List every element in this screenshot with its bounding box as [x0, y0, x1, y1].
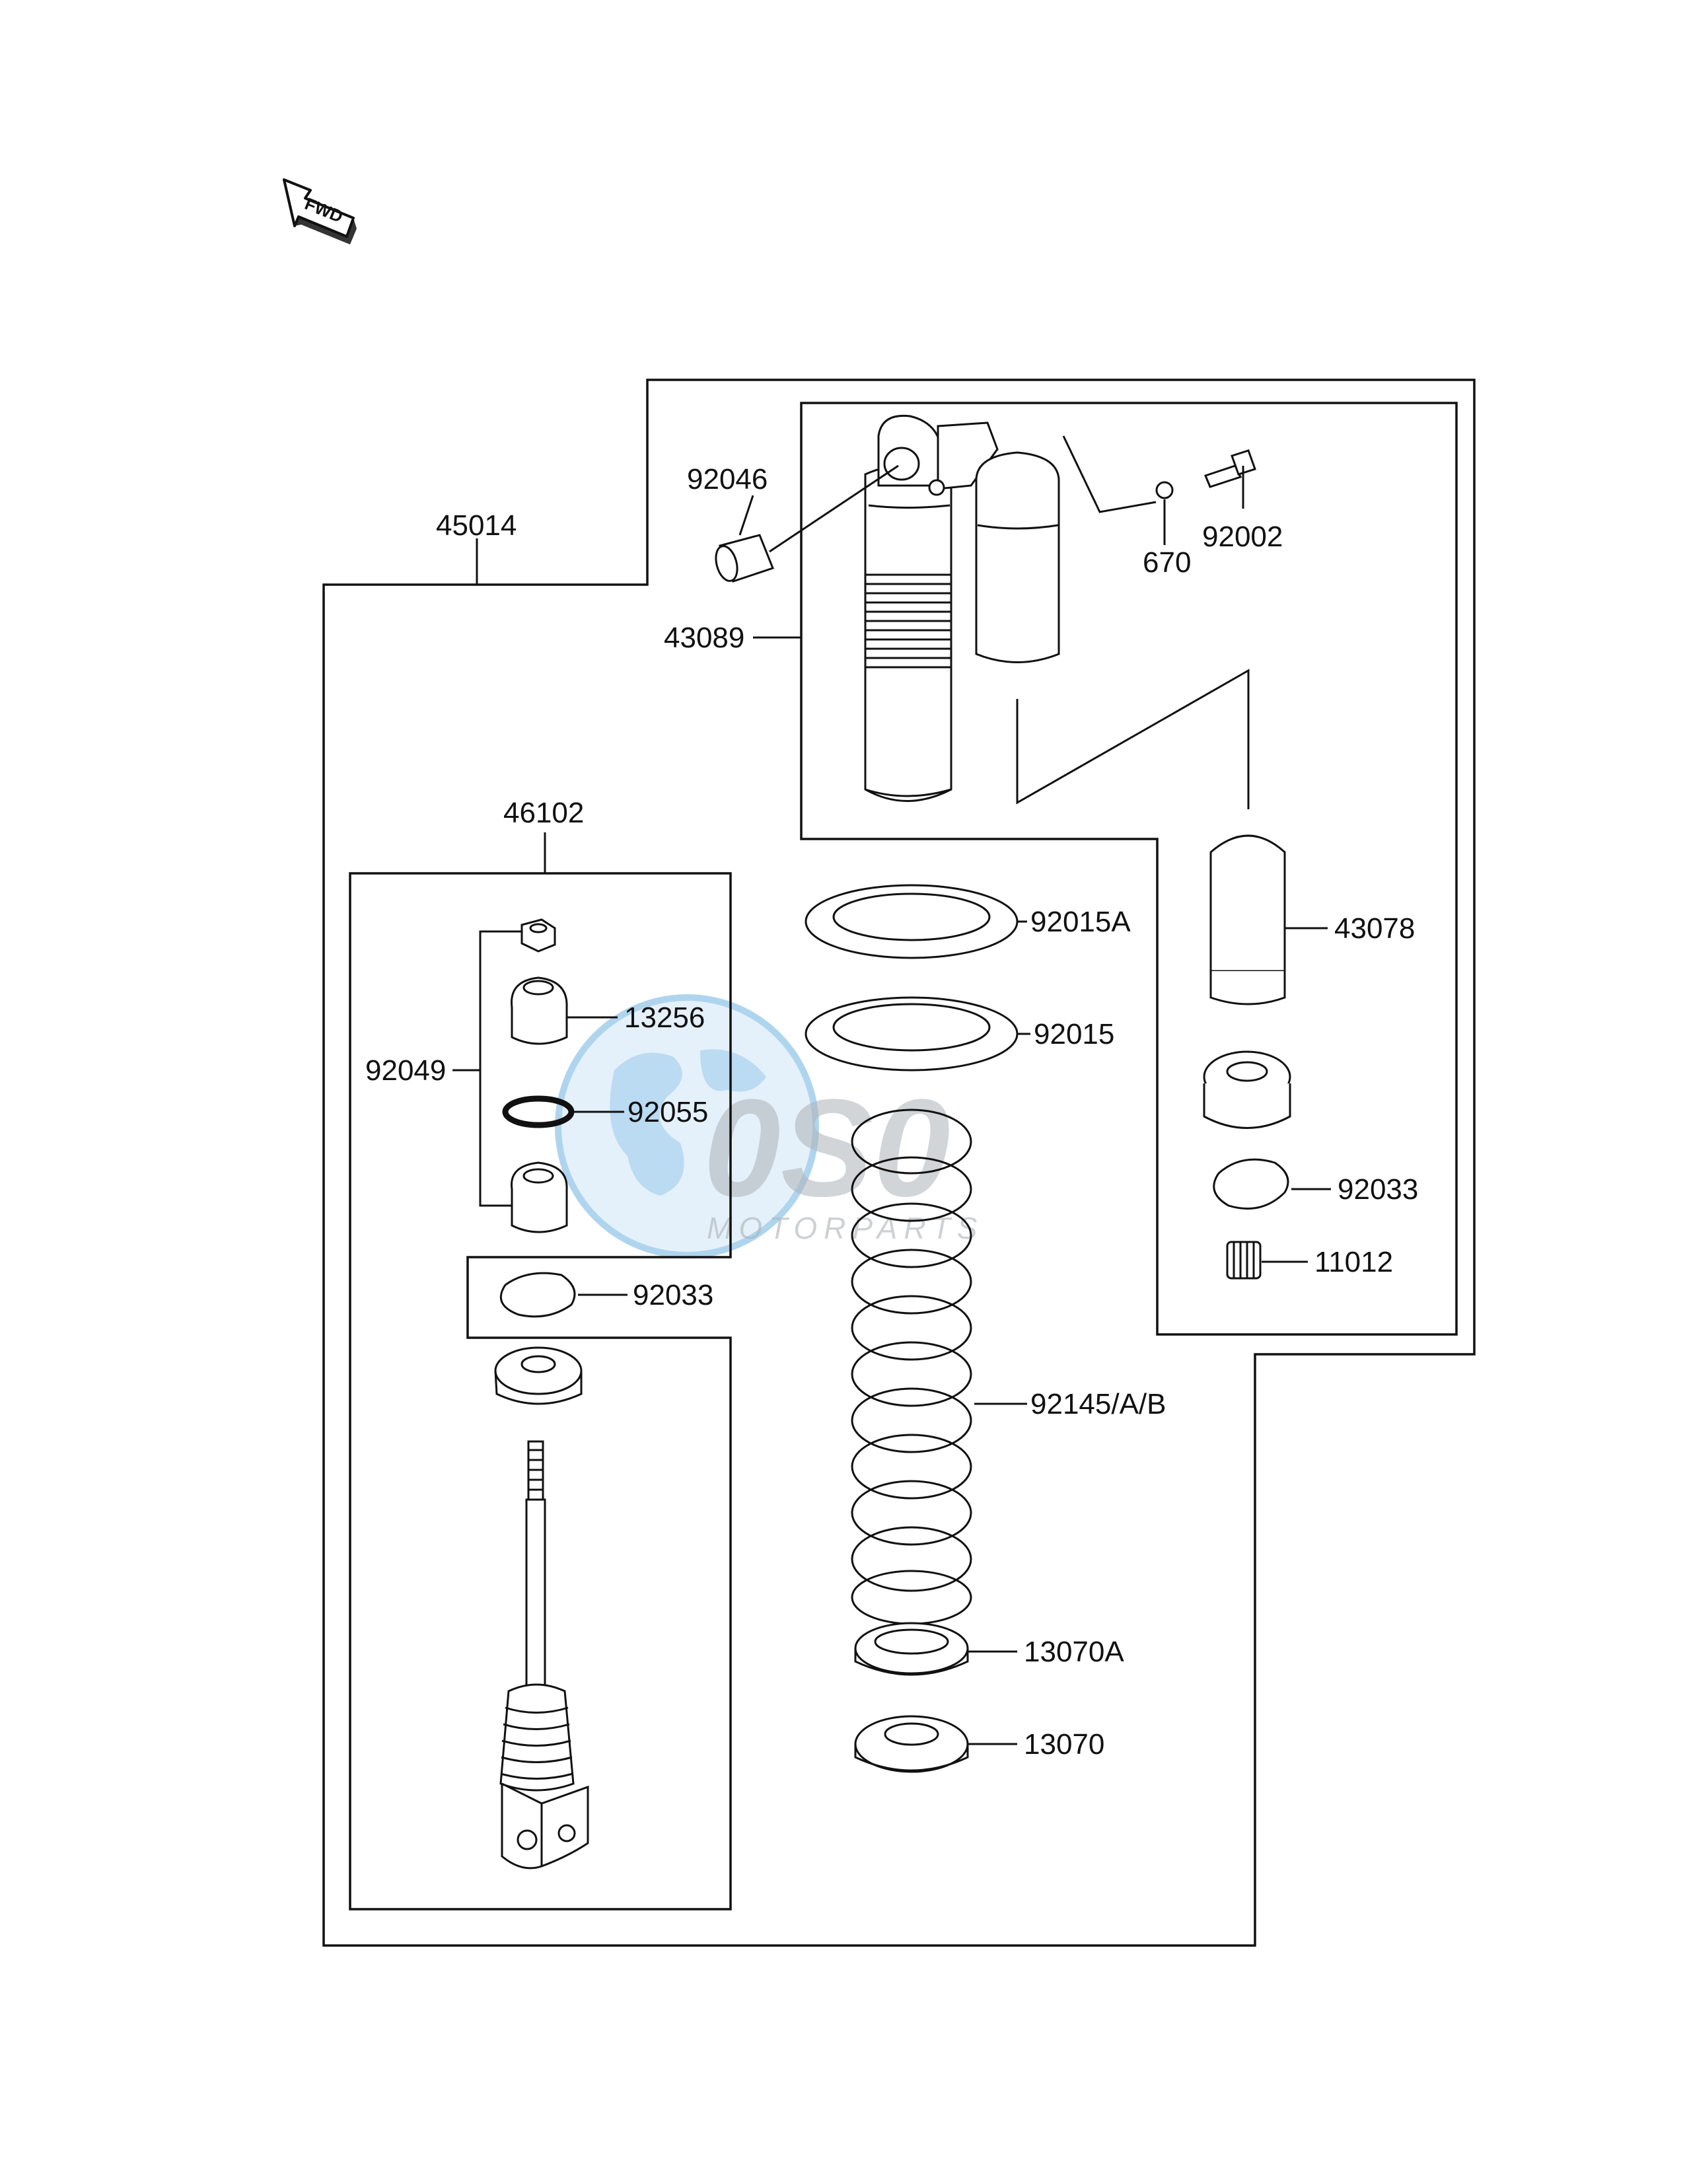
watermark-sub: MOTORPARTS — [707, 1211, 984, 1245]
bushing-13256 — [511, 976, 618, 1045]
label-92002: 92002 — [1202, 521, 1283, 553]
spring-seat-13070A — [854, 1622, 1017, 1676]
spring-seat-13070 — [854, 1715, 1017, 1773]
circlip-92033-right — [1213, 1158, 1289, 1210]
label-92046: 92046 — [687, 463, 768, 495]
label-43078: 43078 — [1334, 912, 1415, 945]
label-92055: 92055 — [627, 1096, 708, 1128]
label-43089: 43089 — [664, 622, 744, 654]
washer-670 — [1155, 481, 1174, 499]
group-boundary-46102 — [349, 872, 732, 1911]
label-92145: 92145/A/B — [1030, 1388, 1166, 1420]
circlip-92033-left — [499, 1272, 576, 1318]
watermark-brand: 0S0 — [703, 1070, 950, 1225]
label-45014: 45014 — [436, 509, 517, 542]
label-11012: 11012 — [1314, 1246, 1393, 1278]
reservoir-cap-part — [1203, 1050, 1291, 1129]
bearing-92046 — [715, 464, 899, 583]
label-92033-left: 92033 — [633, 1279, 713, 1311]
connector-line — [1016, 669, 1250, 809]
bushing-11012 — [1226, 1241, 1308, 1280]
label-92015A: 92015A — [1030, 906, 1131, 938]
label-92015: 92015 — [1034, 1018, 1114, 1050]
shock-body-part — [864, 414, 1060, 802]
label-92033-right: 92033 — [1338, 1173, 1418, 1206]
globe-icon — [555, 994, 819, 1258]
label-13070: 13070 — [1024, 1728, 1104, 1761]
reservoir-43078 — [1209, 834, 1328, 1005]
locknut-92015A — [805, 884, 1027, 959]
assembly-boundary-45014 — [322, 379, 1476, 1947]
spring-92145 — [851, 1109, 1027, 1625]
seal-part — [494, 1346, 583, 1405]
label-13070A: 13070A — [1024, 1636, 1124, 1668]
bracket-92049 — [479, 930, 522, 1207]
group-boundary-43089 — [800, 402, 1458, 1336]
bolt-92002 — [1204, 449, 1256, 509]
watermark-logo: 0S0 MOTORPARTS — [555, 994, 984, 1258]
damper-rod-46102 — [499, 1440, 589, 1870]
fwd-arrow-icon: FWD — [283, 178, 357, 244]
nut-part — [520, 918, 556, 953]
label-13256: 13256 — [624, 1001, 705, 1034]
label-46102: 46102 — [503, 797, 584, 829]
o-ring-92055 — [502, 1095, 624, 1128]
bushing-lower-part — [511, 1161, 568, 1233]
label-92049: 92049 — [365, 1054, 446, 1087]
locknut-92015 — [805, 996, 1030, 1072]
label-670: 670 — [1143, 546, 1191, 579]
